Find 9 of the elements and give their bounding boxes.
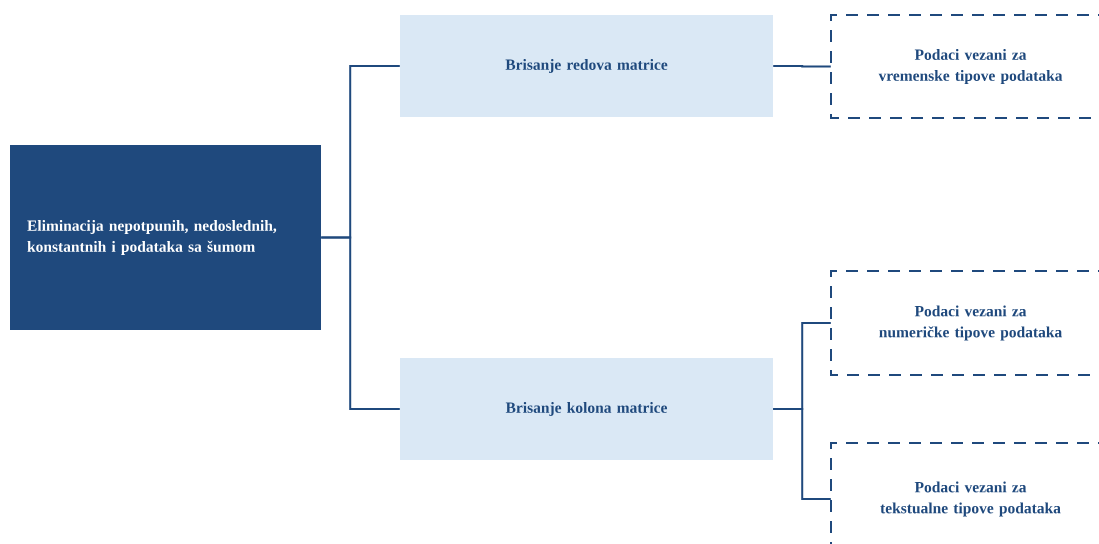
process-box: Eliminacija nepotpunih, nedoslednih, konstantnih i podataka sa šumom	[10, 145, 321, 330]
dashed-box: Podaci vezani za numeričke tipove podataka	[830, 270, 1099, 376]
connector-line	[772, 408, 832, 500]
dashed-box: Podaci vezani za tekstualne tipove podataka	[830, 442, 1099, 544]
process-box: Brisanje kolona matrice	[400, 358, 773, 460]
process-box: Brisanje redova matrice	[400, 15, 773, 117]
connector-line	[772, 65, 832, 68]
connector-line	[320, 236, 401, 410]
dashed-box: Podaci vezani za vremenske tipove podataka	[830, 14, 1099, 119]
